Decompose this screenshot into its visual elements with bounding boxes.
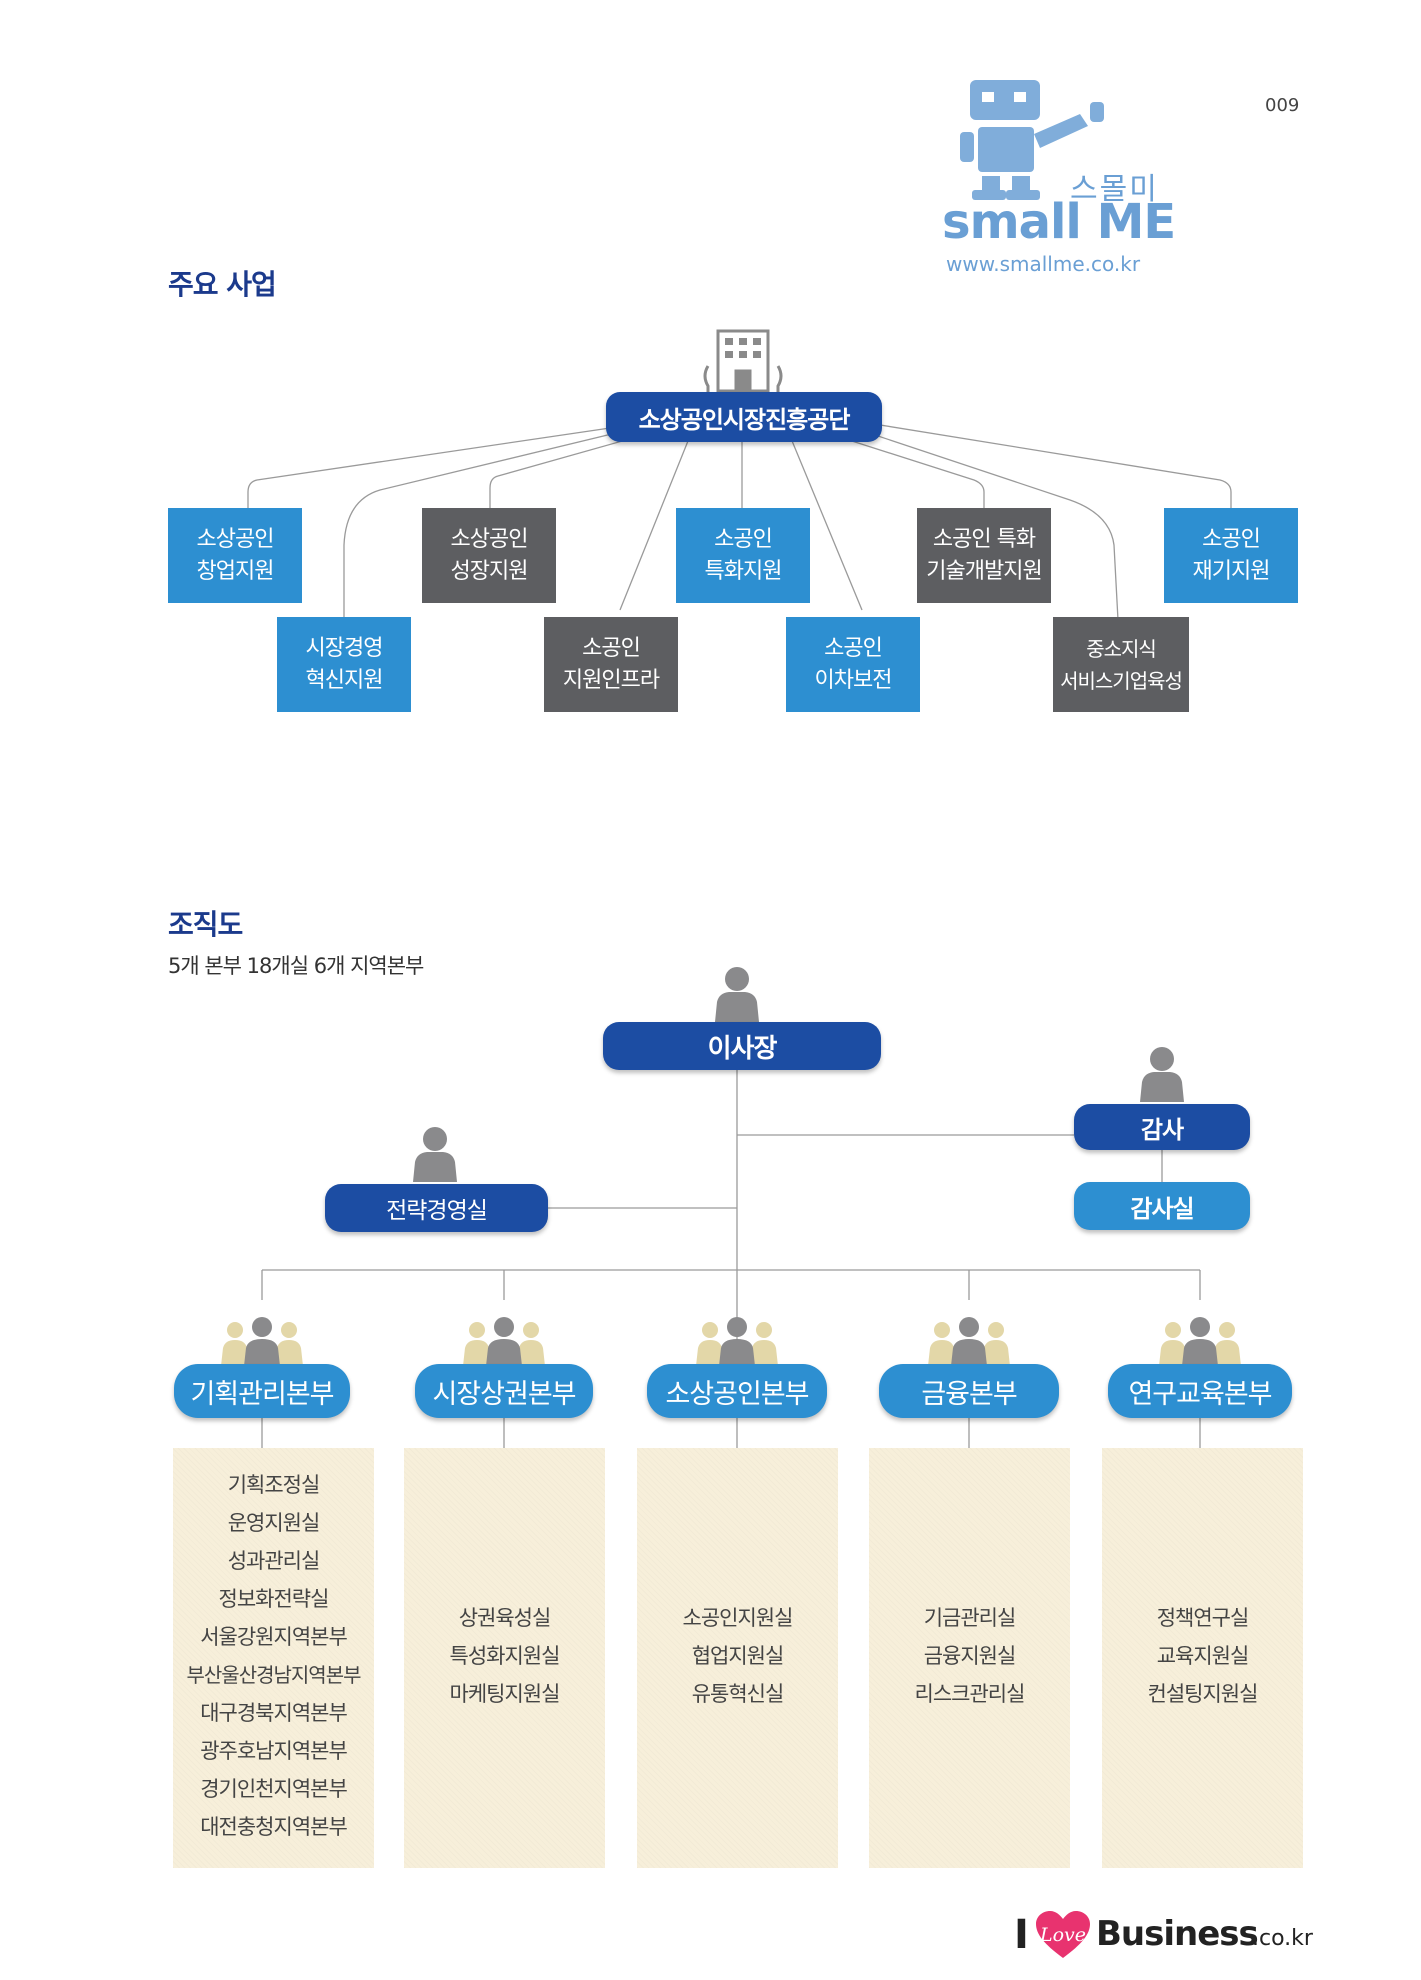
business-box: 소상공인 창업지원 — [168, 508, 302, 603]
footer-love: Love — [1040, 1924, 1087, 1946]
business-box: 소상공인 성장지원 — [422, 508, 556, 603]
ceo-box: 이사장 — [603, 1022, 881, 1070]
unit-item: 유통혁신실 — [691, 1682, 785, 1706]
audit-office-box: 감사실 — [1074, 1182, 1250, 1230]
unit-item: 소공인지원실 — [682, 1606, 794, 1630]
person-icon — [1140, 1047, 1184, 1102]
division-pill: 시장상권본부 — [415, 1364, 593, 1418]
unit-item: 정책연구실 — [1156, 1606, 1250, 1630]
building-icon — [703, 329, 783, 393]
footer-i: I — [1014, 1912, 1029, 1958]
unit-item: 부산울산경남지역본부 — [186, 1663, 362, 1687]
section1-title: 주요 사업 — [168, 268, 277, 301]
business-box: 소공인 재기지원 — [1164, 508, 1298, 603]
team-icon — [928, 1317, 1010, 1366]
unit-item: 서울강원지역본부 — [200, 1625, 348, 1649]
team-icon — [1159, 1317, 1241, 1366]
division-pill: 금융본부 — [879, 1364, 1059, 1418]
unit-item: 대구경북지역본부 — [200, 1701, 348, 1725]
team-icon — [221, 1317, 303, 1366]
unit-item: 마케팅지원실 — [449, 1682, 561, 1706]
stamp-korean: 스몰미 — [1070, 172, 1159, 207]
unit-item: 기획조정실 — [227, 1473, 321, 1497]
section2-subtitle: 5개 본부 18개실 6개 지역본부 — [168, 954, 424, 978]
unit-item: 성과관리실 — [227, 1549, 321, 1573]
division-pill: 소상공인본부 — [647, 1364, 827, 1418]
division-pill: 기획관리본부 — [174, 1364, 350, 1418]
strategy-office-box: 전략경영실 — [325, 1184, 548, 1232]
business-box: 중소지식 서비스기업육성 — [1053, 617, 1189, 712]
unit-item: 교육지원실 — [1156, 1644, 1250, 1668]
unit-item: 대전충청지역본부 — [200, 1815, 348, 1839]
division-panel: 소공인지원실 협업지원실 유통혁신실 — [637, 1448, 838, 1868]
unit-item: 기금관리실 — [923, 1606, 1017, 1630]
business-box: 시장경영 혁신지원 — [277, 617, 411, 712]
unit-item: 상권육성실 — [458, 1606, 552, 1630]
team-icon — [696, 1317, 778, 1366]
footer-logo: I Love Business .co.kr — [1014, 1910, 1314, 1962]
business-box: 소공인 지원인프라 — [544, 617, 678, 712]
root-org: 소상공인시장진흥공단 — [606, 392, 882, 442]
unit-item: 리스크관리실 — [914, 1682, 1026, 1706]
unit-item: 정보화전략실 — [218, 1587, 330, 1611]
heart-icon — [1034, 1910, 1092, 1960]
unit-item: 금융지원실 — [923, 1644, 1017, 1668]
business-box: 소공인 특화 기술개발지원 — [917, 508, 1051, 603]
footer-business: Business — [1096, 1914, 1259, 1954]
unit-item: 협업지원실 — [691, 1644, 785, 1668]
team-icon — [463, 1317, 545, 1366]
division-panel: 정책연구실 교육지원실 컨설팅지원실 — [1102, 1448, 1303, 1868]
auditor-box: 감사 — [1074, 1104, 1250, 1150]
stamp-english: small ME — [942, 194, 1176, 250]
unit-item: 광주호남지역본부 — [200, 1739, 348, 1763]
business-box: 소공인 특화지원 — [676, 508, 810, 603]
division-pill: 연구교육본부 — [1108, 1364, 1292, 1418]
section2-title: 조직도 — [168, 908, 243, 941]
footer-domain: .co.kr — [1252, 1926, 1313, 1951]
page-number: 009 — [1265, 95, 1300, 116]
smallme-stamp: 스몰미 small ME www.smallme.co.kr — [920, 72, 1180, 282]
division-panel: 기획조정실 운영지원실 성과관리실 정보화전략실 서울강원지역본부 부산울산경남… — [173, 1448, 374, 1868]
business-box: 소공인 이차보전 — [786, 617, 920, 712]
unit-item: 컨설팅지원실 — [1147, 1682, 1259, 1706]
person-icon — [715, 967, 759, 1022]
person-icon — [413, 1127, 457, 1182]
unit-item: 특성화지원실 — [449, 1644, 561, 1668]
stamp-url: www.smallme.co.kr — [946, 252, 1141, 276]
division-panel: 상권육성실 특성화지원실 마케팅지원실 — [404, 1448, 605, 1868]
robot-mascot-icon — [960, 80, 1104, 200]
unit-item: 경기인천지역본부 — [200, 1777, 348, 1801]
unit-item: 운영지원실 — [227, 1511, 321, 1535]
division-panel: 기금관리실 금융지원실 리스크관리실 — [869, 1448, 1070, 1868]
